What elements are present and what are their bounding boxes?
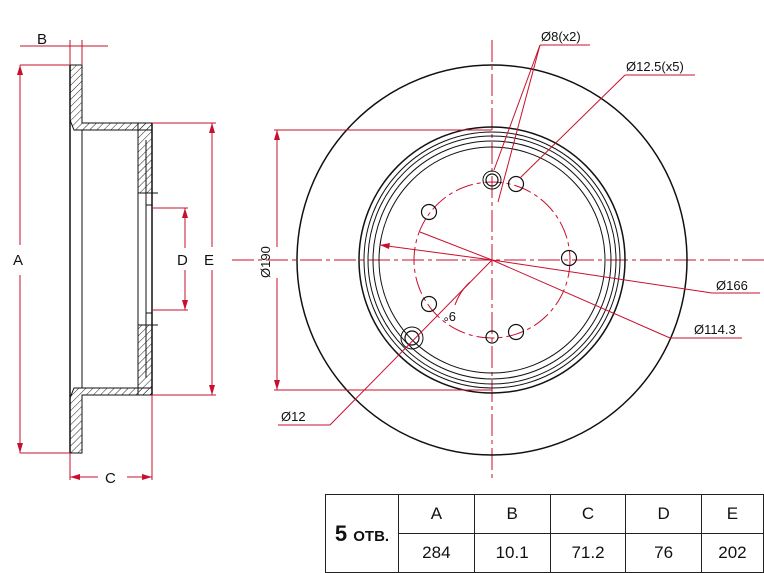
hat-ring-1: [358, 126, 626, 394]
value-d: 76: [625, 533, 702, 573]
disc-flange-section-bottom: [69, 387, 153, 454]
pin-hole-ring: [482, 170, 502, 190]
dim-190: Ø190: [258, 246, 273, 278]
dim-166: Ø166: [716, 278, 748, 293]
label-a: A: [13, 252, 23, 269]
bolt-hole: [560, 249, 578, 267]
hat-ring-3: [367, 135, 617, 385]
disc-flange-section-top: [69, 64, 153, 131]
pin-hole: [485, 173, 499, 187]
bolt-pcd-circle: [413, 181, 571, 339]
spec-table: 5 ОТВ. A B C D E 284 10.1 71.2 76 202: [325, 494, 764, 573]
hat-ring-5: [378, 146, 606, 374]
hat-ring-2: [363, 131, 621, 389]
holes-unit: ОТВ.: [353, 527, 390, 545]
bolt-hole: [507, 323, 525, 341]
header-d: D: [625, 494, 702, 534]
bolt-hole: [420, 203, 438, 221]
header-e: E: [700, 494, 764, 534]
front-view: Ø190 Ø166 Ø114.3 Ø12 Ø8(x2) Ø12.5(x5) 9°: [232, 29, 764, 480]
dim-12: Ø12: [281, 409, 306, 424]
value-e: 202: [700, 533, 764, 573]
header-b: B: [473, 494, 551, 534]
dim-114: Ø114.3: [694, 322, 736, 337]
header-c: C: [549, 494, 627, 534]
dim-angle: 9°: [444, 309, 456, 324]
value-c: 71.2: [549, 533, 627, 573]
holes-count-cell: 5 ОТВ.: [325, 494, 399, 573]
bolt-hole: [507, 175, 525, 193]
dim-8x2: Ø8(x2): [541, 29, 581, 44]
dim-12-5x5: Ø12.5(x5): [626, 59, 684, 74]
hat-ring-4: [372, 140, 612, 380]
label-c: C: [105, 470, 116, 487]
large-hole-ring: [400, 326, 424, 350]
value-a: 284: [398, 533, 475, 573]
large-hole: [404, 330, 420, 346]
side-section-view: [69, 64, 158, 454]
hat-wall-top: [137, 122, 153, 194]
hat-wall-bottom: [137, 324, 153, 396]
bolt-hole: [420, 295, 438, 313]
side-view-dimensions: A B C D E: [13, 31, 216, 487]
holes-count: 5: [334, 520, 348, 546]
header-a: A: [398, 494, 475, 534]
value-b: 10.1: [473, 533, 551, 573]
pin-hole: [485, 330, 499, 344]
label-d: D: [177, 252, 188, 269]
disc-outer-edge: [296, 64, 688, 456]
label-b: B: [37, 31, 47, 48]
label-e: E: [204, 252, 214, 269]
